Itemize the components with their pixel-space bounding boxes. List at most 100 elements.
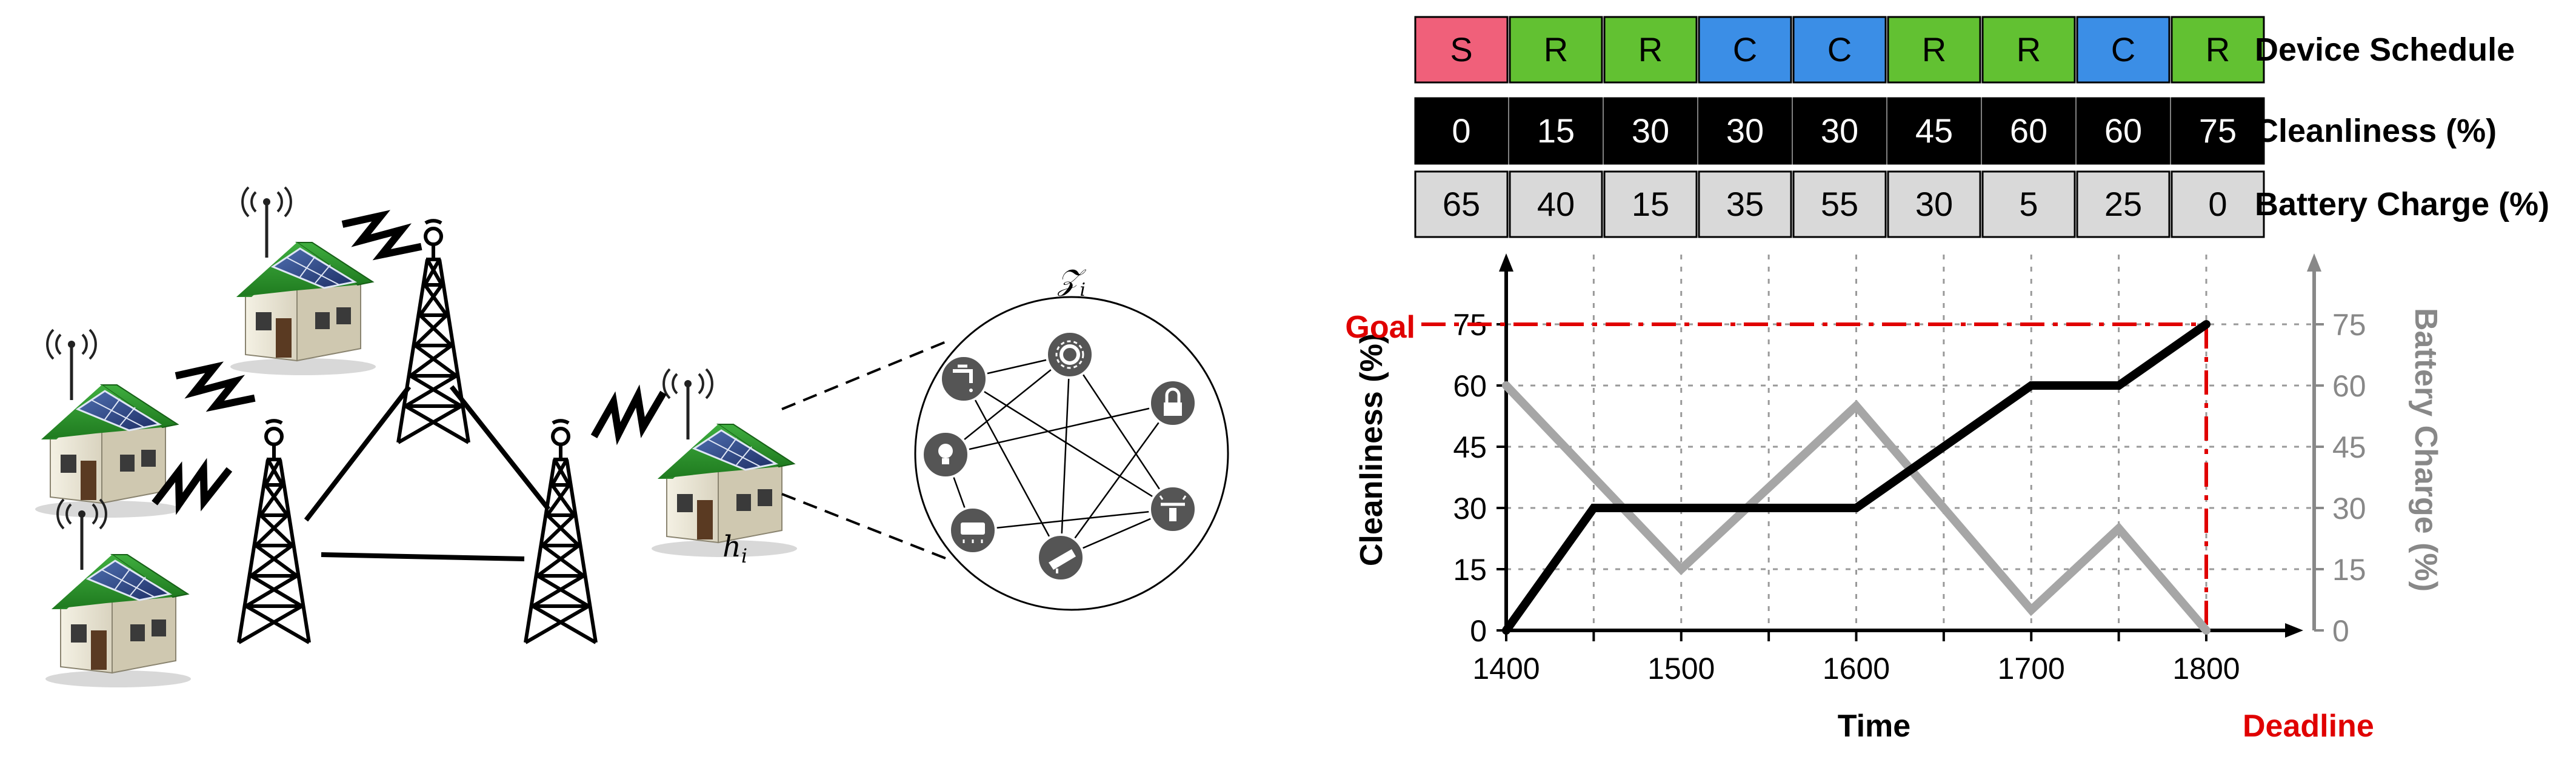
- x-tick-label: 1500: [1647, 652, 1715, 686]
- table-cell-bg: [2076, 16, 2171, 84]
- goal-label: Goal: [1345, 310, 1415, 345]
- y-tick-label: 30: [1453, 492, 1487, 526]
- x-tick-label: 1800: [2172, 652, 2240, 686]
- y2-axis-label: Battery Charge (%): [2408, 308, 2443, 592]
- table-row-label: Battery Charge (%): [2255, 186, 2549, 222]
- faucet-icon: [939, 355, 988, 403]
- table-cell-bg: [1509, 97, 1603, 165]
- table-cell-bg: [2171, 16, 2265, 84]
- y-tick-label: 60: [1453, 369, 1487, 403]
- lightbulb-icon: [921, 430, 970, 479]
- table-cell: R: [2206, 30, 2230, 68]
- table-cell: 0: [2208, 185, 2227, 223]
- x-axis-arrow: [2285, 623, 2303, 638]
- table-cell-bg: [1698, 97, 1792, 165]
- y2-tick-label: 45: [2332, 430, 2366, 464]
- table-cell: 30: [1726, 112, 1764, 150]
- table-cell: 55: [1821, 185, 1858, 223]
- chart-series: [1502, 320, 2211, 635]
- zone-circle: [914, 296, 1229, 611]
- table-cell: 35: [1726, 185, 1764, 223]
- table-cell-bg: [1603, 16, 1698, 84]
- table-cell-bg: [1603, 170, 1698, 238]
- table-cell: 15: [1632, 185, 1669, 223]
- table-cell: 15: [1537, 112, 1575, 150]
- smart-home-icon: [230, 187, 376, 375]
- y2-tick-label: 15: [2332, 553, 2366, 587]
- smart-home-icon: [45, 499, 191, 687]
- table-cell-bg: [1981, 97, 2076, 165]
- table-cell-bg: [1414, 170, 1509, 238]
- cleanliness-series-line: [1502, 320, 2211, 635]
- table-cell: 75: [2199, 112, 2237, 150]
- table-cell: S: [1450, 30, 1472, 68]
- table-cell-bg: [2171, 170, 2265, 238]
- table-cell: 45: [1915, 112, 1953, 150]
- deadline-label: Deadline: [2243, 709, 2374, 744]
- y-axis-right-arrow: [2307, 253, 2321, 272]
- chart-grid: [1506, 255, 2314, 630]
- table-cell-bg: [1698, 16, 1792, 84]
- x-tick-label: 1400: [1472, 652, 1540, 686]
- table-cell-bg: [1887, 16, 1981, 84]
- table-cell: R: [1922, 30, 1946, 68]
- table-cell-bg: [1603, 97, 1698, 165]
- table-cell: 40: [1537, 185, 1575, 223]
- network-illustration: hi 𝒵i: [35, 187, 1229, 687]
- table-cell: C: [1733, 30, 1757, 68]
- lock-icon: [1149, 379, 1197, 427]
- thermostat-icon: [949, 506, 997, 555]
- table-cell: 30: [1632, 112, 1669, 150]
- sprinkler-icon: [1149, 485, 1197, 533]
- y-axis-left-arrow: [1499, 253, 1513, 272]
- battery-series-line: [1502, 381, 2211, 635]
- y2-tick-label: 30: [2332, 492, 2366, 526]
- x-tick-label: 1700: [1998, 652, 2065, 686]
- table-cell: R: [1638, 30, 1663, 68]
- table-cell-bg: [1698, 170, 1792, 238]
- zone-label: 𝒵i: [1057, 263, 1087, 301]
- cell-tower-icon: [239, 421, 309, 643]
- table-cell: R: [1544, 30, 1568, 68]
- table-cell: 5: [2019, 185, 2038, 223]
- table-cell: C: [1827, 30, 1852, 68]
- y-tick-label: 0: [1470, 614, 1487, 648]
- table-cell-bg: [1792, 16, 1887, 84]
- table-cell-bg: [1981, 170, 2076, 238]
- camera-icon: [1036, 533, 1085, 582]
- y2-tick-label: 60: [2332, 369, 2366, 403]
- table-cell: 60: [2010, 112, 2047, 150]
- table-cell: 30: [1821, 112, 1858, 150]
- gear-icon: [1046, 330, 1094, 379]
- table-cell: C: [2111, 30, 2135, 68]
- tower-link: [304, 385, 412, 522]
- x-tick-label: 1600: [1823, 652, 1890, 686]
- smart-home-icon: [652, 369, 797, 557]
- home-label: hi: [722, 530, 747, 567]
- table-cell-bg: [1792, 97, 1887, 165]
- wireless-link-icon: [584, 379, 673, 450]
- table-cell-bg: [1887, 170, 1981, 238]
- zoom-line: [781, 493, 952, 562]
- table-cell-bg: [1414, 16, 1509, 84]
- x-axis-label: Time: [1838, 709, 1910, 744]
- zoom-line: [781, 338, 952, 410]
- table-cell-bg: [2076, 97, 2171, 165]
- smart-home-icon: [35, 330, 181, 518]
- wireless-link-icon: [337, 204, 426, 267]
- cell-tower-icon: [398, 221, 469, 442]
- table-cell-bg: [2171, 97, 2265, 165]
- y-axis-label: Cleanliness (%): [1354, 333, 1389, 566]
- table-row-label: Device Schedule: [2255, 32, 2515, 68]
- table-cell: 30: [1915, 185, 1953, 223]
- table-cell: 25: [2104, 185, 2142, 223]
- y-tick-label: 45: [1453, 430, 1487, 464]
- tower-links: [304, 385, 551, 561]
- y2-tick-label: 0: [2332, 614, 2349, 648]
- table-cell-bg: [1414, 97, 1509, 165]
- cell-tower-icon: [526, 421, 596, 643]
